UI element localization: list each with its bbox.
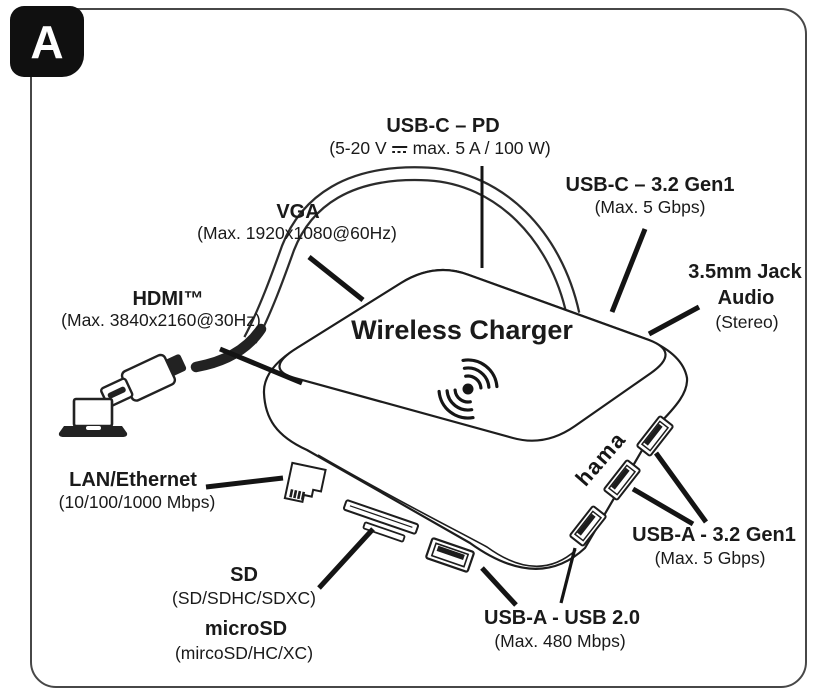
- leader-usb3-top: [653, 451, 709, 524]
- laptop-icon: [58, 397, 128, 437]
- label-sd-sub: (SD/SDHC/SDXC): [172, 588, 316, 608]
- label-lan-sub: (10/100/1000 Mbps): [58, 492, 216, 512]
- usb-a-port-side-1: [636, 415, 674, 457]
- label-sd-title: SD: [230, 564, 258, 586]
- label-vga-title: VGA: [276, 201, 320, 223]
- leader-usb3-mid: [631, 486, 695, 527]
- label-microsd-title: microSD: [204, 618, 288, 640]
- microsd-card-slot: [362, 521, 406, 543]
- label-vga-sub: (Max. 1920x1080@60Hz): [197, 223, 397, 243]
- label-jack-title2: Audio: [717, 287, 775, 309]
- label-jack-sub: (Stereo): [715, 312, 779, 332]
- leader-usb2-front: [480, 566, 518, 607]
- leader-usb-c-gen1: [609, 228, 648, 313]
- label-hdmi-sub: (Max. 3840x2160@30Hz): [61, 310, 261, 330]
- section-letter: A: [30, 15, 64, 68]
- wireless-charging-icon: [437, 358, 499, 420]
- leader-vga: [307, 255, 365, 302]
- label-usb3-sub: (Max. 5 Gbps): [654, 548, 766, 568]
- usb-a-port-side-3: [569, 505, 607, 547]
- leader-hdmi: [219, 346, 303, 386]
- page-border: [30, 8, 807, 688]
- label-lan-title: LAN/Ethernet: [69, 469, 197, 491]
- leader-lines: [205, 166, 709, 607]
- leader-sd: [317, 527, 375, 590]
- label-usb-c-gen1-sub: (Max. 5 Gbps): [594, 197, 706, 217]
- label-usb3-title: USB-A - 3.2 Gen1: [632, 524, 796, 546]
- sd-card-slot: [342, 499, 420, 535]
- section-tab: A: [10, 6, 84, 77]
- label-usb2-title: USB-A - USB 2.0: [484, 607, 640, 629]
- leader-lan: [205, 475, 284, 490]
- usb-a-port-side-2: [603, 459, 641, 501]
- rj45-lan-port: [283, 461, 327, 504]
- label-microsd-sub: (mircoSD/HC/XC): [174, 643, 314, 663]
- label-usb-c-pd-title: USB-C – PD: [386, 115, 500, 137]
- dc-voltage-icon: [392, 144, 408, 155]
- label-hdmi-title: HDMI™: [132, 288, 204, 310]
- label-usb2-sub: (Max. 480 Mbps): [494, 631, 626, 651]
- device-type-label: Wireless Charger: [351, 315, 573, 345]
- leader-usb2-side: [559, 547, 577, 604]
- label-usb-c-gen1-title: USB-C – 3.2 Gen1: [565, 174, 735, 196]
- dock-body: [262, 269, 689, 570]
- label-jack-title1: 3.5mm Jack: [688, 261, 802, 283]
- leader-jack-audio: [647, 304, 701, 337]
- usb-a-port-front: [425, 537, 475, 573]
